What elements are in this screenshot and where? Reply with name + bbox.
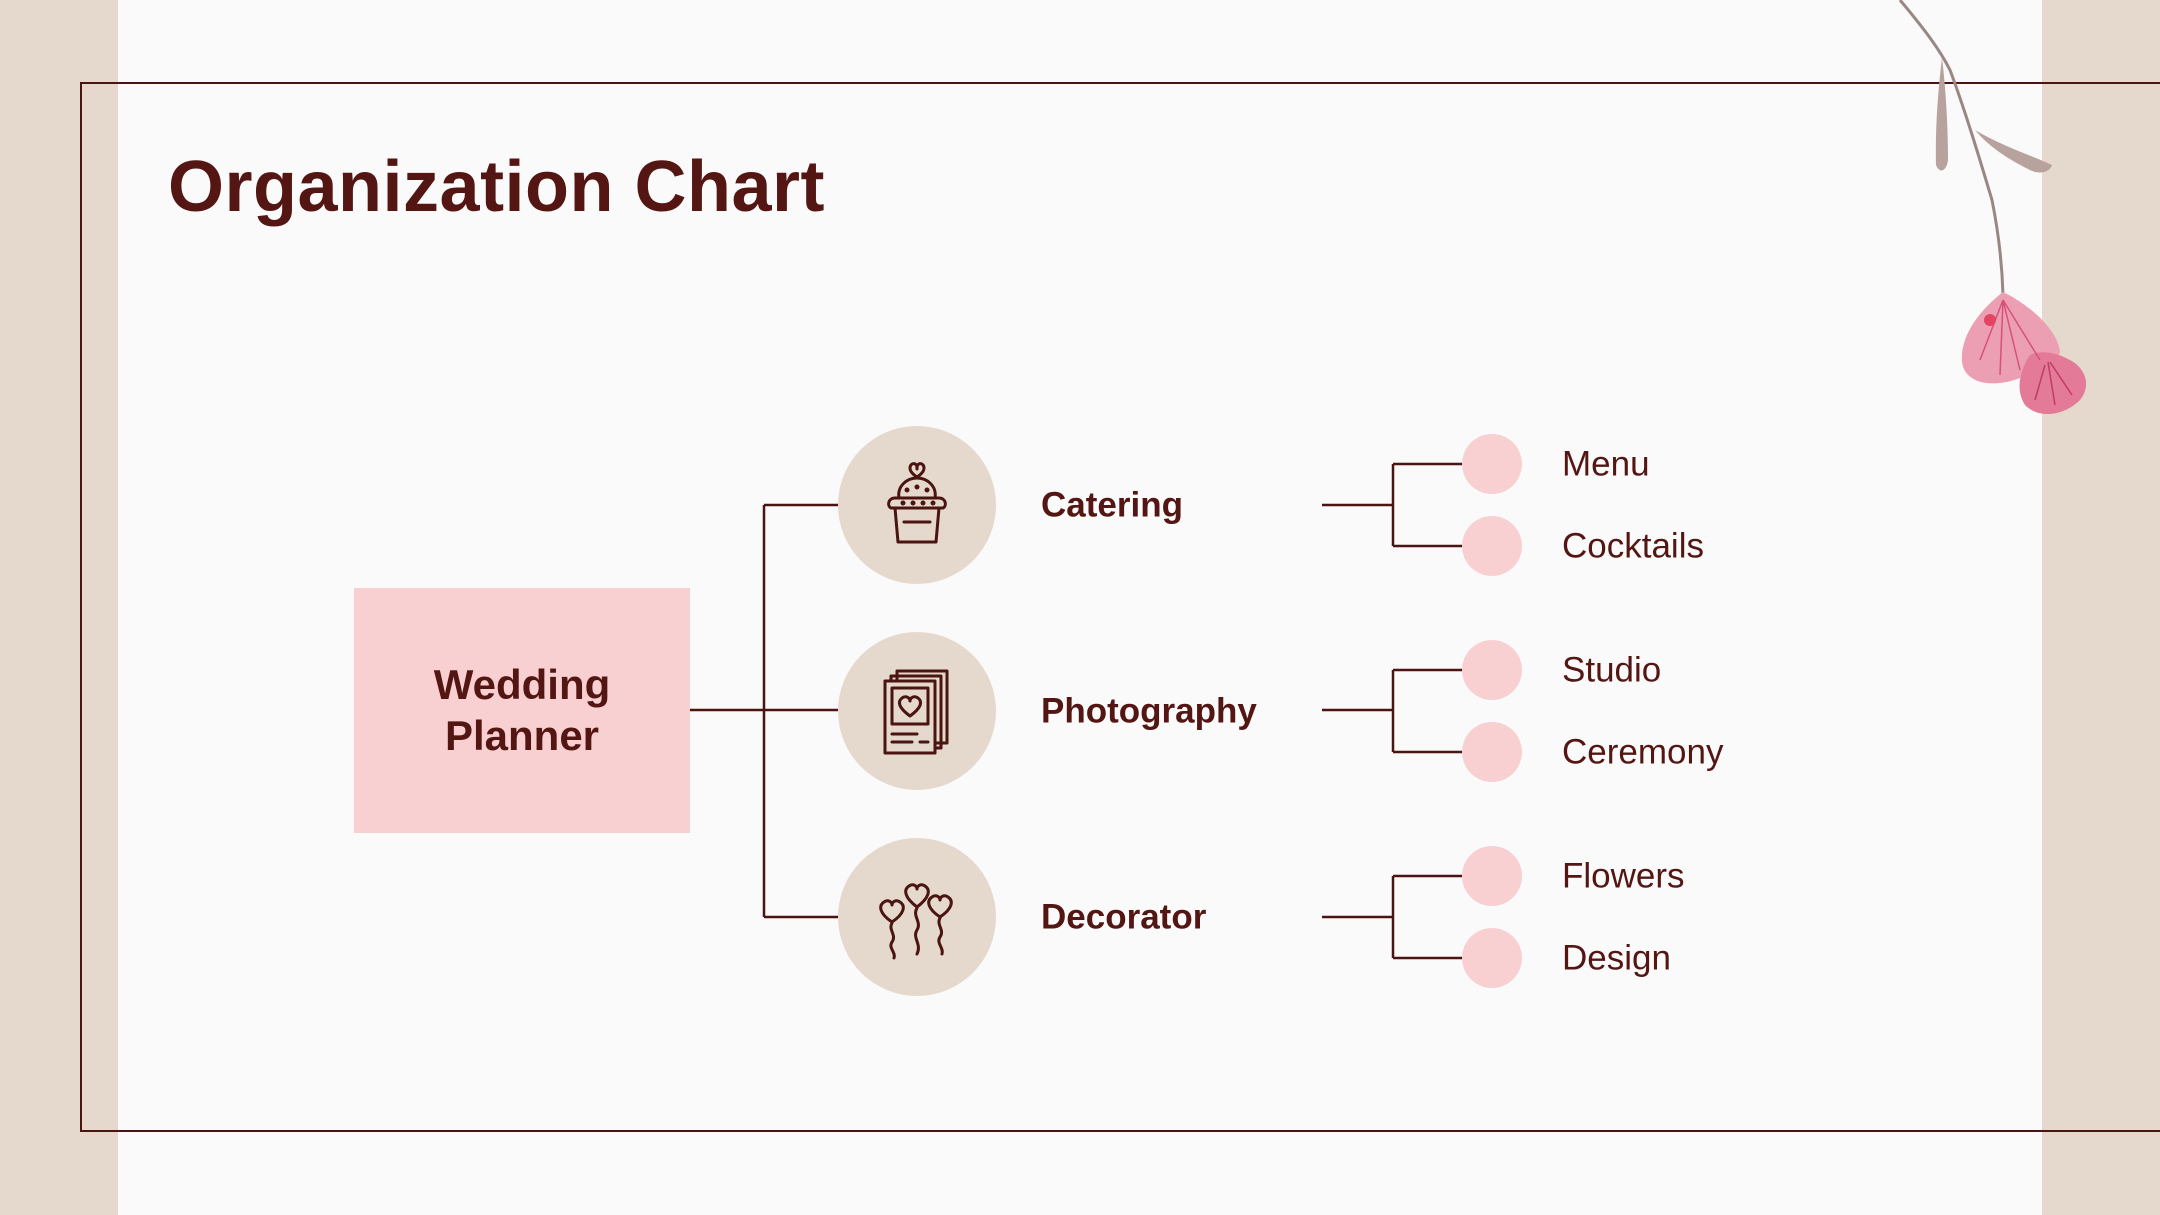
sub-item-menu: Menu — [1562, 444, 1650, 484]
sub-item-dot — [1462, 928, 1522, 988]
page-title: Organization Chart — [168, 147, 826, 227]
root-node-wedding-planner: Wedding Planner — [354, 588, 690, 833]
cupcake-icon — [887, 462, 947, 544]
sub-item-design: Design — [1562, 938, 1671, 978]
department-label-catering: Catering — [1041, 485, 1183, 525]
photo-heart-icon — [883, 669, 949, 755]
sub-connector-decorator — [1322, 874, 1462, 960]
sub-item-ceremony: Ceremony — [1562, 732, 1724, 772]
right-decorative-band — [2042, 0, 2160, 1215]
sub-connector-catering — [1322, 462, 1462, 548]
sub-item-dot — [1462, 722, 1522, 782]
department-icon-decorator — [838, 838, 996, 996]
sub-item-dot — [1462, 516, 1522, 576]
left-decorative-band — [0, 0, 118, 1215]
heart-balloons-icon — [879, 883, 953, 960]
sub-item-studio: Studio — [1562, 650, 1662, 690]
root-label-line2: Planner — [444, 711, 600, 759]
root-label-line1: Wedding — [433, 661, 611, 709]
department-label-decorator: Decorator — [1041, 897, 1207, 937]
sub-item-dot — [1462, 846, 1522, 906]
department-label-photography: Photography — [1041, 691, 1257, 731]
sub-item-flowers: Flowers — [1562, 856, 1685, 896]
slide-frame — [80, 82, 2160, 1132]
sub-item-cocktails: Cocktails — [1562, 526, 1704, 566]
sub-connector-photography — [1322, 668, 1462, 754]
flower-branch-icon — [1898, 0, 2087, 415]
sub-item-dot — [1462, 434, 1522, 494]
department-icon-photography — [838, 632, 996, 790]
sub-item-dot — [1462, 640, 1522, 700]
department-icon-catering — [838, 426, 996, 584]
